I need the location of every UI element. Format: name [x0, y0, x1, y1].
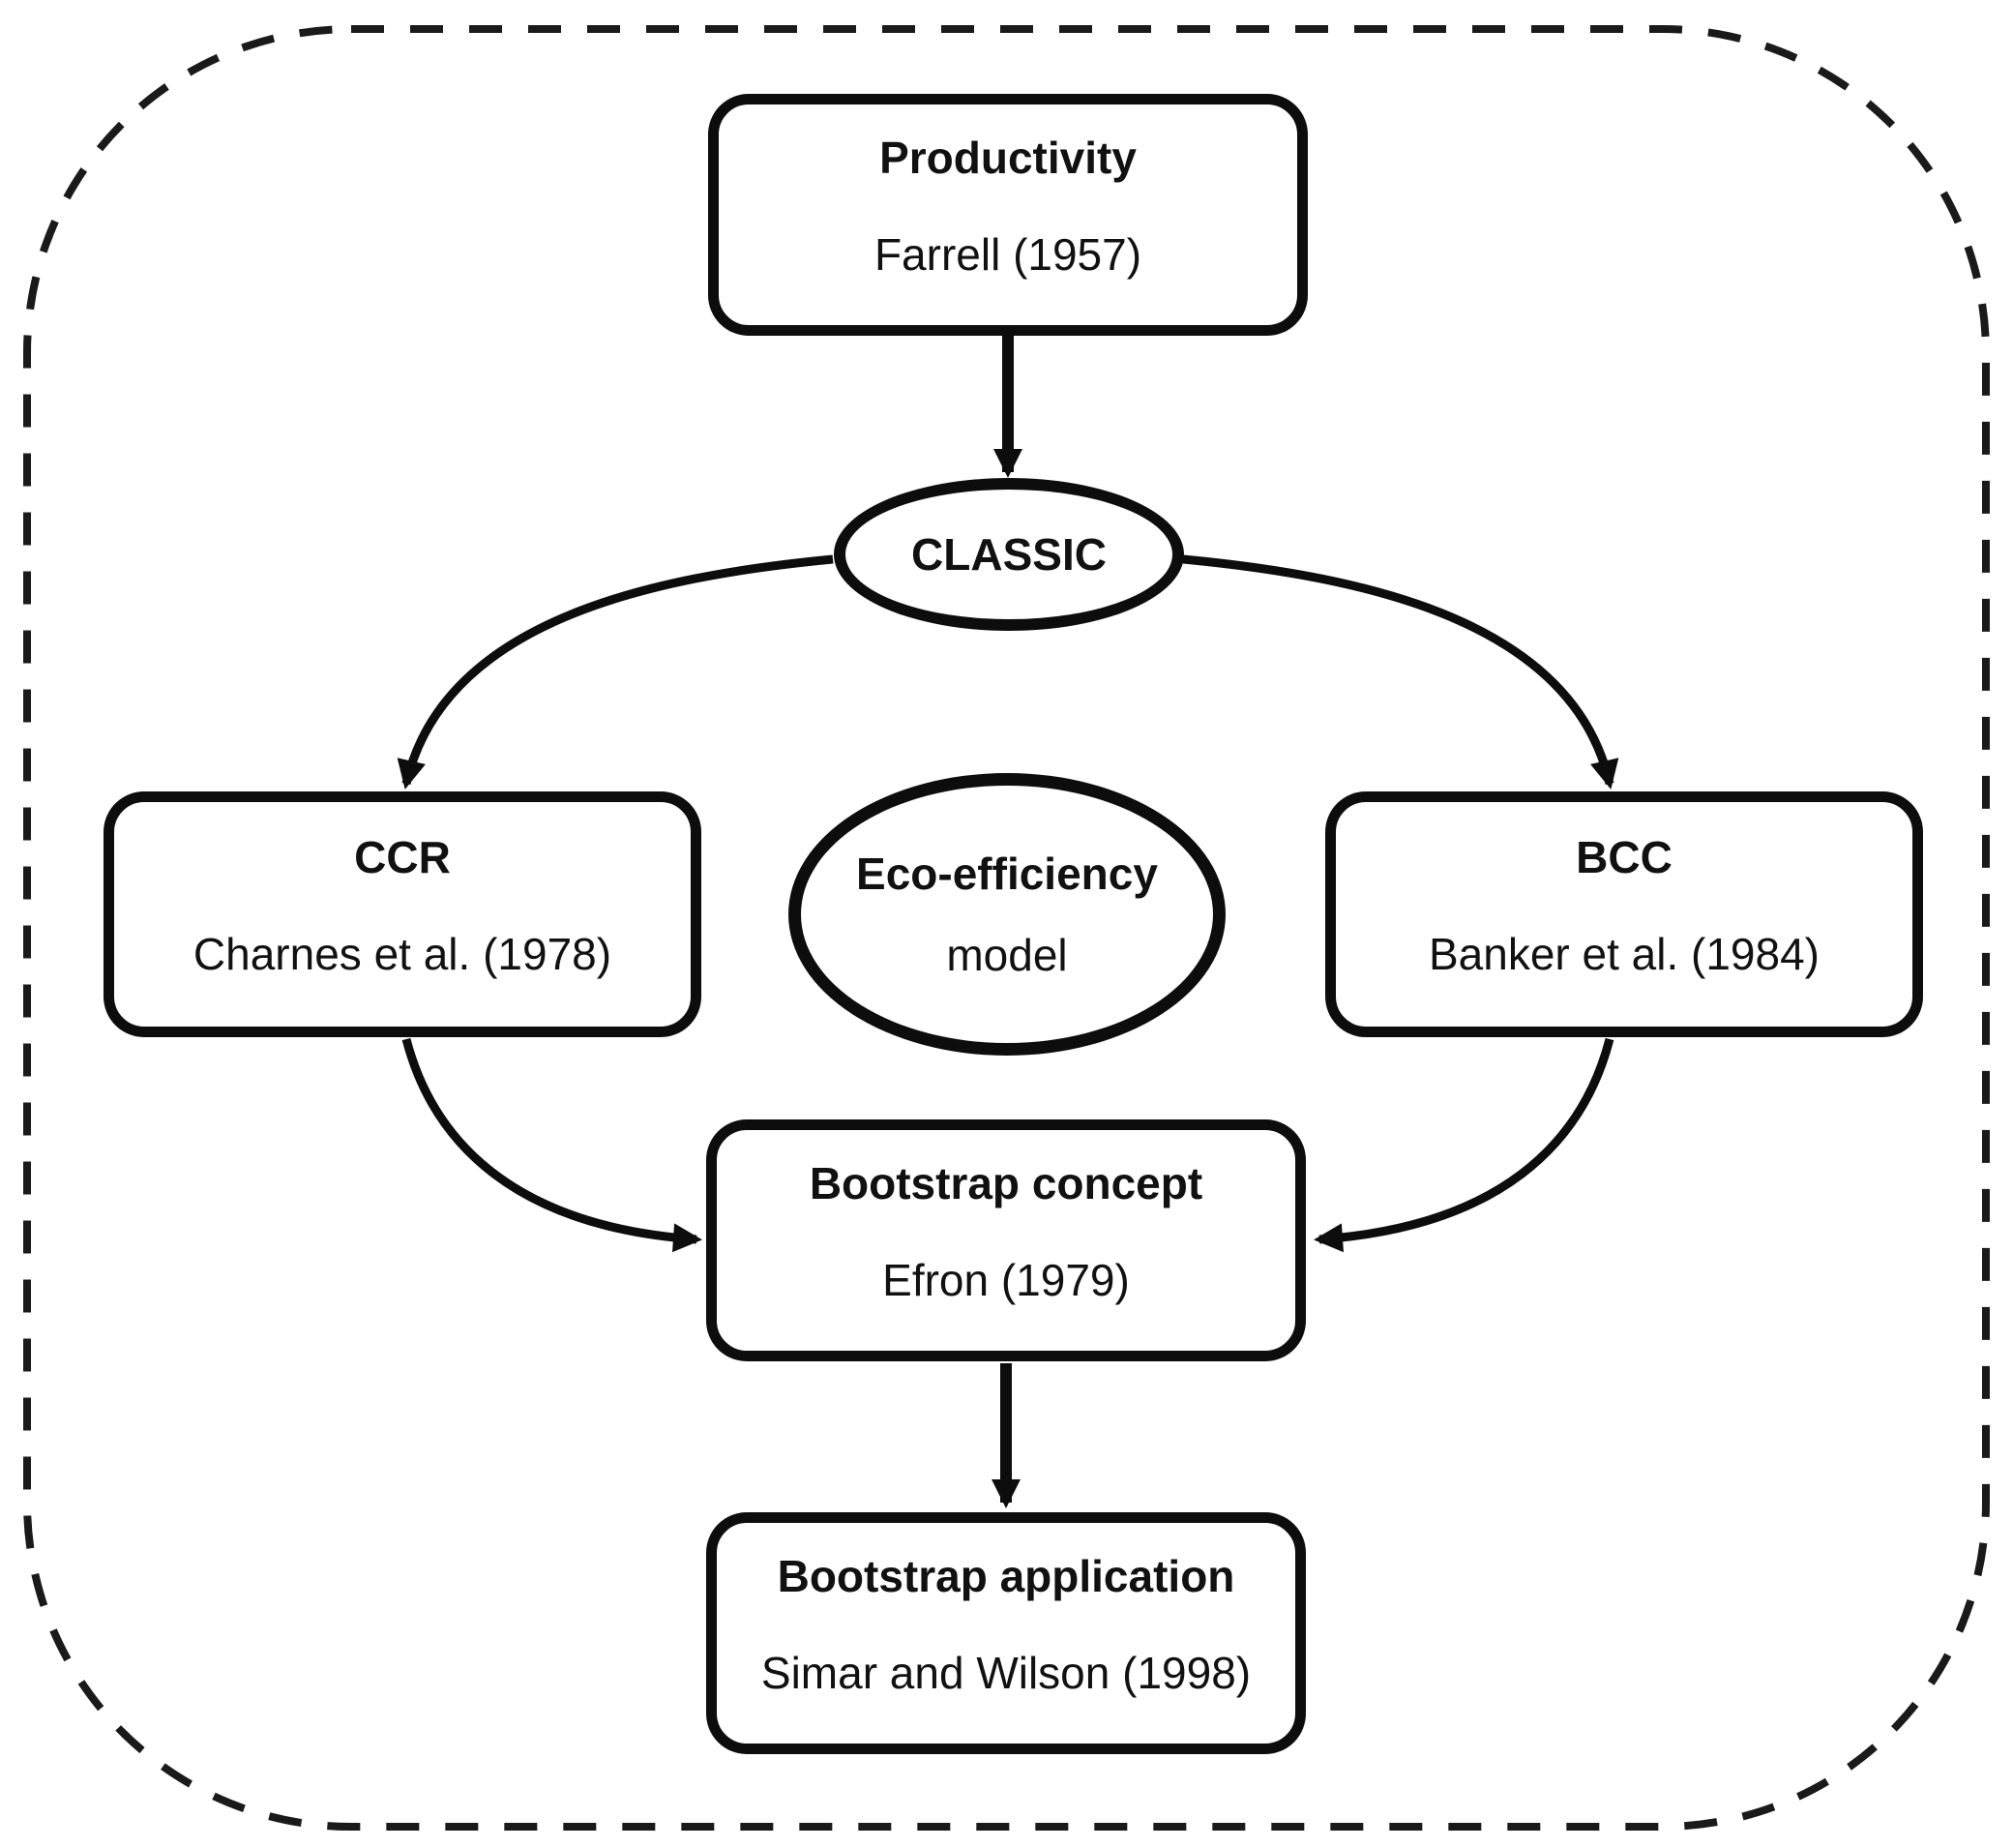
- node-bootstrap-application: Bootstrap application Simar and Wilson (…: [706, 1512, 1306, 1754]
- node-subtitle: Simar and Wilson (1998): [760, 1648, 1252, 1698]
- node-productivity: Productivity Farrell (1957): [708, 94, 1308, 336]
- node-title: CLASSIC: [911, 529, 1107, 580]
- node-title: BCC: [1576, 832, 1673, 882]
- node-bootstrap-concept: Bootstrap concept Efron (1979): [706, 1119, 1306, 1361]
- node-title: Bootstrap concept: [809, 1158, 1203, 1208]
- node-subtitle: model: [946, 930, 1068, 980]
- dashed-frame-border: [23, 25, 1990, 1831]
- node-classic: CLASSIC: [834, 478, 1184, 631]
- arrow-ccr-to-bootstrap-concept: [401, 1037, 702, 1253]
- node-subtitle: Charnes et al. (1978): [192, 929, 612, 979]
- arrow-classic-to-bcc: [1182, 554, 1619, 790]
- arrow-classic-to-ccr: [397, 554, 834, 790]
- node-eco-efficiency-model: Eco-efficiency model: [788, 773, 1226, 1056]
- node-title: Productivity: [879, 133, 1137, 183]
- node-title: CCR: [354, 832, 451, 882]
- node-subtitle: Farrell (1957): [873, 229, 1142, 280]
- node-subtitle: Banker et al. (1984): [1428, 929, 1820, 979]
- node-subtitle: Efron (1979): [882, 1255, 1130, 1305]
- node-title: Bootstrap application: [777, 1551, 1235, 1601]
- node-ccr: CCR Charnes et al. (1978): [104, 791, 701, 1037]
- arrow-bcc-to-bootstrap-concept: [1314, 1037, 1614, 1253]
- node-bcc: BCC Banker et al. (1984): [1325, 791, 1923, 1037]
- node-title: Eco-efficiency: [856, 849, 1158, 899]
